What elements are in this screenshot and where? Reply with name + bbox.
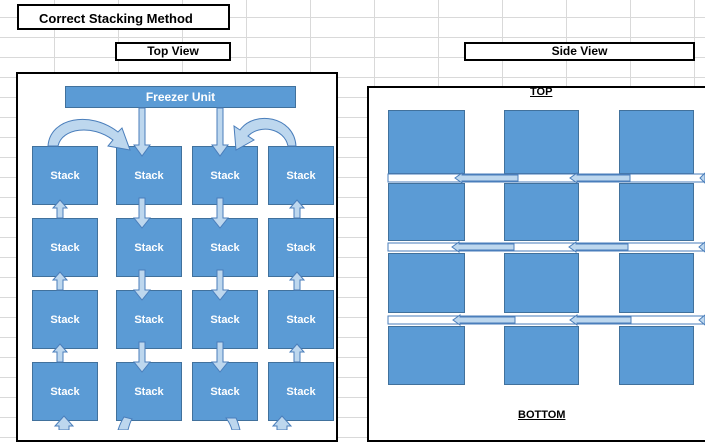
side-block-r2-c3 bbox=[619, 183, 694, 241]
top-view-label: Top View bbox=[115, 42, 231, 61]
side-block-r4-c2 bbox=[504, 326, 579, 385]
stack-r2-c2: Stack bbox=[116, 218, 182, 277]
freezer-unit: Freezer Unit bbox=[65, 86, 296, 108]
side-block-r3-c1 bbox=[388, 253, 465, 313]
side-block-r4-c3 bbox=[619, 326, 694, 385]
stack-r4-c4: Stack bbox=[268, 362, 334, 421]
stack-r3-c3: Stack bbox=[192, 290, 258, 349]
side-block-r1-c1 bbox=[388, 110, 465, 174]
side-block-r3-c2 bbox=[504, 253, 579, 313]
side-block-r1-c3 bbox=[619, 110, 694, 174]
stack-r4-c2: Stack bbox=[116, 362, 182, 421]
stack-r4-c3: Stack bbox=[192, 362, 258, 421]
stack-r1-c4: Stack bbox=[268, 146, 334, 205]
stack-r3-c4: Stack bbox=[268, 290, 334, 349]
stack-r4-c1: Stack bbox=[32, 362, 98, 421]
side-top-label: TOP bbox=[530, 86, 553, 98]
stack-r1-c2: Stack bbox=[116, 146, 182, 205]
side-block-r2-c2 bbox=[504, 183, 579, 241]
side-view-label: Side View bbox=[464, 42, 695, 61]
side-block-r2-c1 bbox=[388, 183, 465, 241]
stack-r2-c3: Stack bbox=[192, 218, 258, 277]
side-bottom-label: BOTTOM bbox=[518, 409, 566, 421]
stack-r2-c4: Stack bbox=[268, 218, 334, 277]
stack-r2-c1: Stack bbox=[32, 218, 98, 277]
stack-r1-c1: Stack bbox=[32, 146, 98, 205]
side-block-r4-c1 bbox=[388, 326, 465, 385]
page-title: Correct Stacking Method bbox=[39, 11, 193, 26]
stack-r1-c3: Stack bbox=[192, 146, 258, 205]
side-block-r1-c2 bbox=[504, 110, 579, 174]
stack-r3-c1: Stack bbox=[32, 290, 98, 349]
side-block-r3-c3 bbox=[619, 253, 694, 313]
stack-r3-c2: Stack bbox=[116, 290, 182, 349]
title-box: Correct Stacking Method bbox=[17, 4, 230, 30]
